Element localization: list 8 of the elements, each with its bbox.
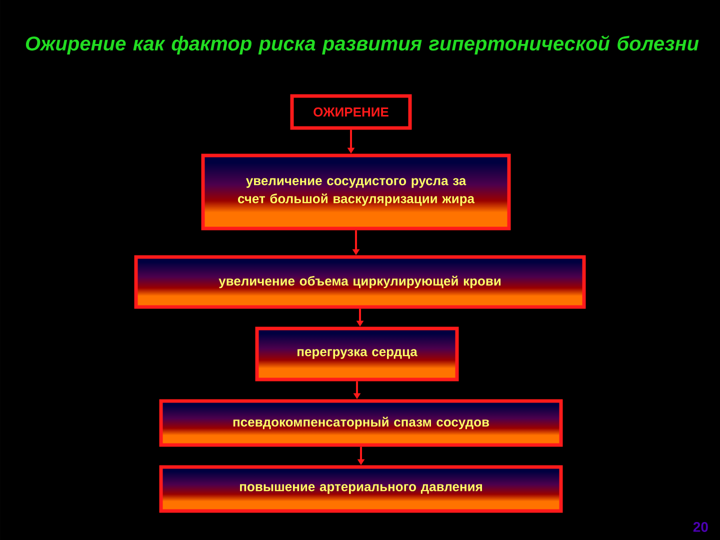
page-number: 20 [693, 522, 708, 532]
process-box: увеличение сосудистого русла за счет большой васкуляризации жира [201, 154, 511, 230]
process-box: повышение артериального давления [159, 465, 563, 513]
process-box: увеличение объема циркулирующей крови [134, 255, 586, 309]
title: Ожирение как фактор риска развития гипертонической болезни [26, 35, 699, 55]
heading-box: ОЖИРЕНИЕ [290, 94, 412, 130]
process-box: перегрузка сердца [255, 326, 459, 382]
process-box: псевдокомпенсаторный спазм сосудов [159, 399, 563, 447]
